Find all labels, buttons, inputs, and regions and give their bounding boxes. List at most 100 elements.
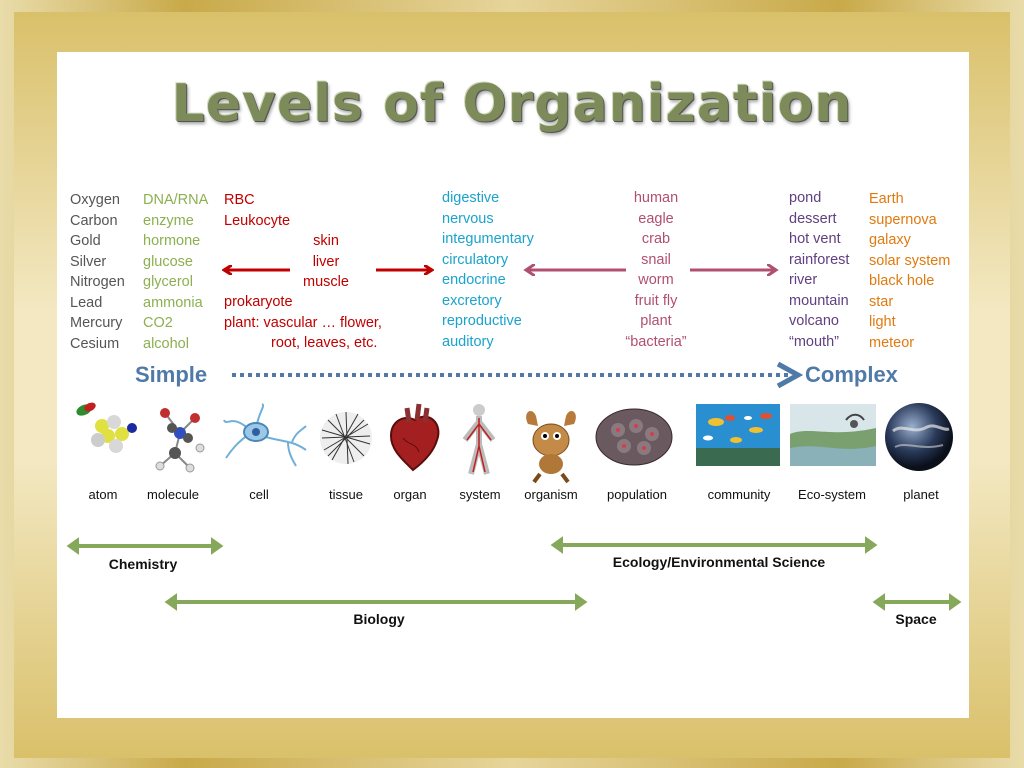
organism-image [526,410,576,484]
systems-example: excretory [442,292,502,309]
ecosystems-example: rainforest [789,251,850,268]
space-example: black hole [869,273,935,289]
tissue-image [320,411,372,465]
cell-type-examples: prokaryote plant: vascular … flower, root,… [224,292,382,354]
molecule-examples: DNA/RNA enzyme hormone glucose glycerol ammon… [143,190,208,354]
tissue-organ-example: liver [312,253,340,270]
level-label-tissue: tissue [329,487,363,502]
space-example: light [869,314,896,330]
organ-image [389,403,440,472]
simple-label: Simple [135,362,208,387]
atom-example: Nitrogen [70,274,125,290]
ecology-label: Ecology/Environmental Science [612,554,826,570]
systems-example: auditory [442,333,494,350]
complex-arrowhead [776,361,804,389]
space-example: Earth [869,191,904,207]
space-example: solar system [869,252,951,269]
molecule-example: glycerol [143,274,193,290]
molecule-example: hormone [143,233,201,249]
systems-example: reproductive [442,313,522,329]
molecule-example: glucose [143,253,193,270]
atom-example: Gold [70,233,101,249]
slide-title: Levels of Organization [171,74,853,134]
atom-example: Mercury [70,315,123,331]
atom-image [76,402,137,453]
chemistry-label: Chemistry [108,556,178,572]
level-label-organism: organism [524,487,578,502]
cell-types-example: root, leaves, etc. [271,335,378,351]
space-examples: Earth supernova galaxy solar system black ho… [869,189,950,353]
atom-example: Silver [70,253,107,270]
level-label-atom: atom [88,487,118,502]
system-examples: digestive nervous integumentary circulatory… [442,188,534,352]
molecule-example: enzyme [143,212,194,229]
ecosystems-example: hot vent [789,231,841,247]
organisms-example: “bacteria” [625,333,687,350]
tissue-organ-examples: skin liver muscle [286,231,366,293]
ecosystems-example: pond [789,190,822,206]
level-label-planet: planet [903,487,939,502]
molecule-example: ammonia [143,294,203,311]
space-example: galaxy [869,232,911,248]
community-image [696,404,780,466]
slide-panel [57,52,969,718]
ecosystems-example: river [789,272,818,288]
cell-types-example: plant: vascular … flower, [224,314,382,331]
level-label-population: population [607,487,667,502]
chemistry-range-bar [66,537,224,555]
space-example: supernova [869,211,937,228]
space-example: meteor [869,334,915,351]
biology-label: Biology [353,611,405,627]
molecule-example: DNA/RNA [143,192,209,208]
ecosystems-example: mountain [789,292,849,309]
ecosystems-example: “mouth” [789,333,839,350]
molecule-example: CO2 [143,315,173,331]
systems-example: digestive [442,190,500,206]
cell-example: Leukocyte [224,212,291,229]
cell-types-example: prokaryote [224,294,293,310]
molecule-example: alcohol [143,335,189,352]
system-image [462,404,496,475]
ecology-range-bar [550,536,878,554]
tissue-organ-example: skin [313,233,339,249]
systems-example: endocrine [442,272,506,288]
atom-example: Cesium [70,335,120,352]
biology-range-bar [164,593,588,611]
ecosystems-example: dessert [789,210,837,227]
organisms-example: fruit fly [634,292,678,309]
level-label-community: community [707,487,771,502]
population-image [595,408,673,466]
tissue-organ-example: muscle [303,274,349,290]
organisms-example: eagle [638,210,674,227]
level-label-ecosystem: Eco-system [798,487,866,502]
space-label: Space [895,611,937,627]
systems-example: circulatory [442,251,509,268]
organisms-example: crab [641,231,671,247]
molecule-image [155,408,205,473]
atom-example: Lead [70,294,103,311]
space-example: star [869,293,894,310]
systems-example: nervous [442,210,494,227]
organisms-example: human [633,190,679,206]
space-range-bar [872,593,962,611]
level-label-molecule: molecule [146,487,200,502]
ecosystems-example: volcano [789,313,839,329]
atom-example: Oxygen [70,192,120,208]
systems-example: integumentary [442,231,534,247]
organisms-example: plant [640,313,672,329]
organisms-example: snail [641,251,671,268]
level-label-organ: organ [393,487,427,502]
cell-image [223,403,307,467]
atom-example: Carbon [70,212,118,229]
level-label-cell: cell [249,487,269,502]
ecosystem-image [790,404,876,466]
level-label-system: system [459,487,501,502]
complex-label: Complex [805,362,898,387]
planet-image [885,403,953,471]
ecosystem-examples: pond dessert hot vent rainforest river mounta… [789,188,849,352]
